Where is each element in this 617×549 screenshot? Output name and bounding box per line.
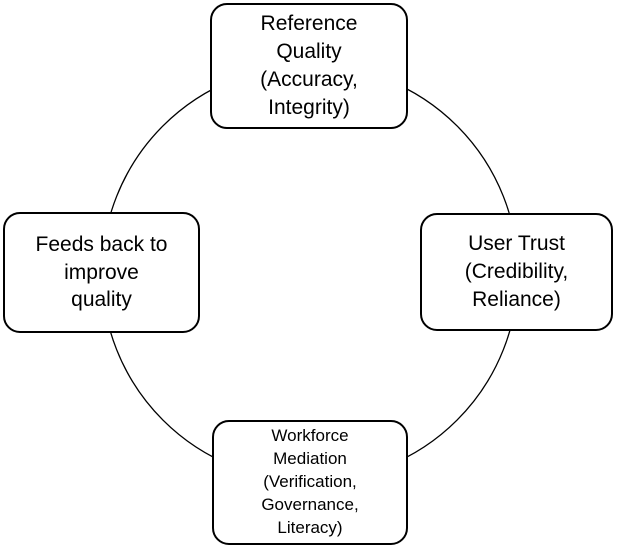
node-feeds-back: Feeds back to improve quality [3,212,200,333]
node-feeds-back-label: Feeds back to improve quality [35,232,168,312]
node-reference-quality-label: Reference Quality (Accuracy, Integrity) [260,12,358,119]
node-workforce-mediation: Workforce Mediation (Verification, Gover… [212,420,408,545]
node-workforce-mediation-label: Workforce Mediation (Verification, Gover… [261,426,359,537]
node-user-trust: User Trust (Credibility, Reliance) [420,213,613,331]
node-user-trust-label: User Trust (Credibility, Reliance) [464,232,569,311]
node-reference-quality: Reference Quality (Accuracy, Integrity) [210,3,408,129]
